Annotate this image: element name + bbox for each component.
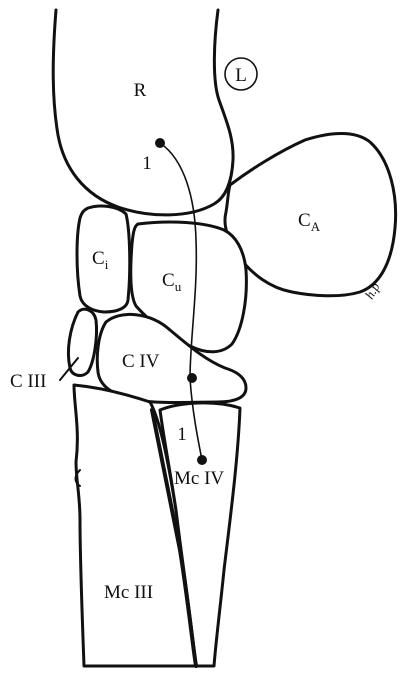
radius-label: R xyxy=(134,80,147,101)
point-1-upper-label: 1 xyxy=(142,153,152,174)
accessory-carpal-sub: A xyxy=(311,219,321,234)
intermedium-carpal-sub: i xyxy=(105,257,109,272)
ulnar-carpal-sub: u xyxy=(175,279,182,294)
lower-reference-dot xyxy=(197,455,207,465)
upper-reference-dot xyxy=(155,138,165,148)
fourth-carpal-label: C IV xyxy=(122,351,160,372)
accessory-carpal-main: C xyxy=(298,210,311,231)
point-1-lower-label: 1 xyxy=(177,424,187,445)
radius-bone xyxy=(53,10,233,215)
ulnar-carpal-main: C xyxy=(162,270,175,291)
middle-reference-dot xyxy=(187,373,197,383)
intermedium-carpal-main: C xyxy=(92,248,105,269)
side-marker-label: L xyxy=(235,65,247,86)
metacarpal-iv-label: Mc IV xyxy=(174,468,224,489)
metacarpal-iii-label: Mc III xyxy=(104,582,153,603)
third-carpal-label: C III xyxy=(10,371,46,392)
